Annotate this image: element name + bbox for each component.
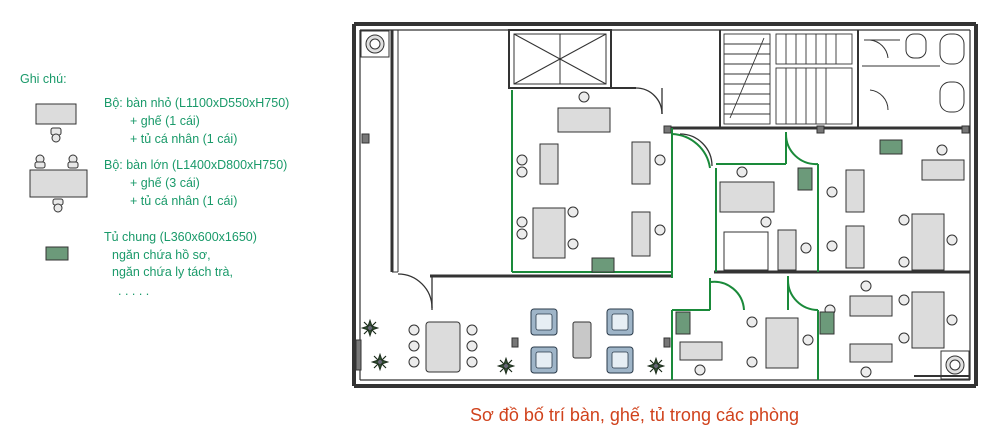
office-room-b <box>719 166 813 271</box>
wall-posts <box>355 125 970 371</box>
legend-cabinet-line4: . . . . . <box>118 284 150 298</box>
legend-large-line3: + tủ cá nhân (1 cái) <box>130 194 238 208</box>
staircase <box>723 33 853 125</box>
legend-title: Ghi chú: <box>20 72 67 86</box>
outer-walls <box>352 22 978 388</box>
legend-cabinet-line1: Tủ chung (L360x600x1650) <box>104 230 257 244</box>
legend-cabinet-line2: ngăn chứa hồ sơ, <box>112 248 211 262</box>
legend-cabinet-line3: ngăn chứa ly tách trà, <box>112 265 233 279</box>
legend-symbols <box>29 103 88 261</box>
legend-small-line1: Bộ: bàn nhỏ (L1100xD550xH750) <box>104 96 290 110</box>
legend-large-line2: + ghế (3 cái) <box>130 176 200 190</box>
legend-large-line1: Bộ: bàn lớn (L1400xD800xH750) <box>104 158 288 172</box>
office-room-a <box>516 91 666 273</box>
legend-small-line2: + ghế (1 cái) <box>130 114 200 128</box>
lobby <box>361 308 665 375</box>
office-room-c <box>826 139 965 271</box>
inner-walls <box>390 29 970 377</box>
doors <box>397 87 713 310</box>
plan-caption: Sơ đồ bố trí bàn, ghế, tủ trong các phòn… <box>470 405 800 425</box>
corner-columns <box>360 30 970 380</box>
office-room-d <box>824 280 958 378</box>
legend: Ghi chú: Bộ: bàn nhỏ (L1100xD550xH750) +… <box>0 0 350 300</box>
large-desk-symbol <box>29 154 88 213</box>
legend-small-line3: + tủ cá nhân (1 cái) <box>130 132 238 146</box>
cabinet-symbol <box>45 246 69 261</box>
small-desk-symbol <box>35 103 77 143</box>
office-room-e <box>675 311 835 376</box>
restroom <box>862 33 965 113</box>
